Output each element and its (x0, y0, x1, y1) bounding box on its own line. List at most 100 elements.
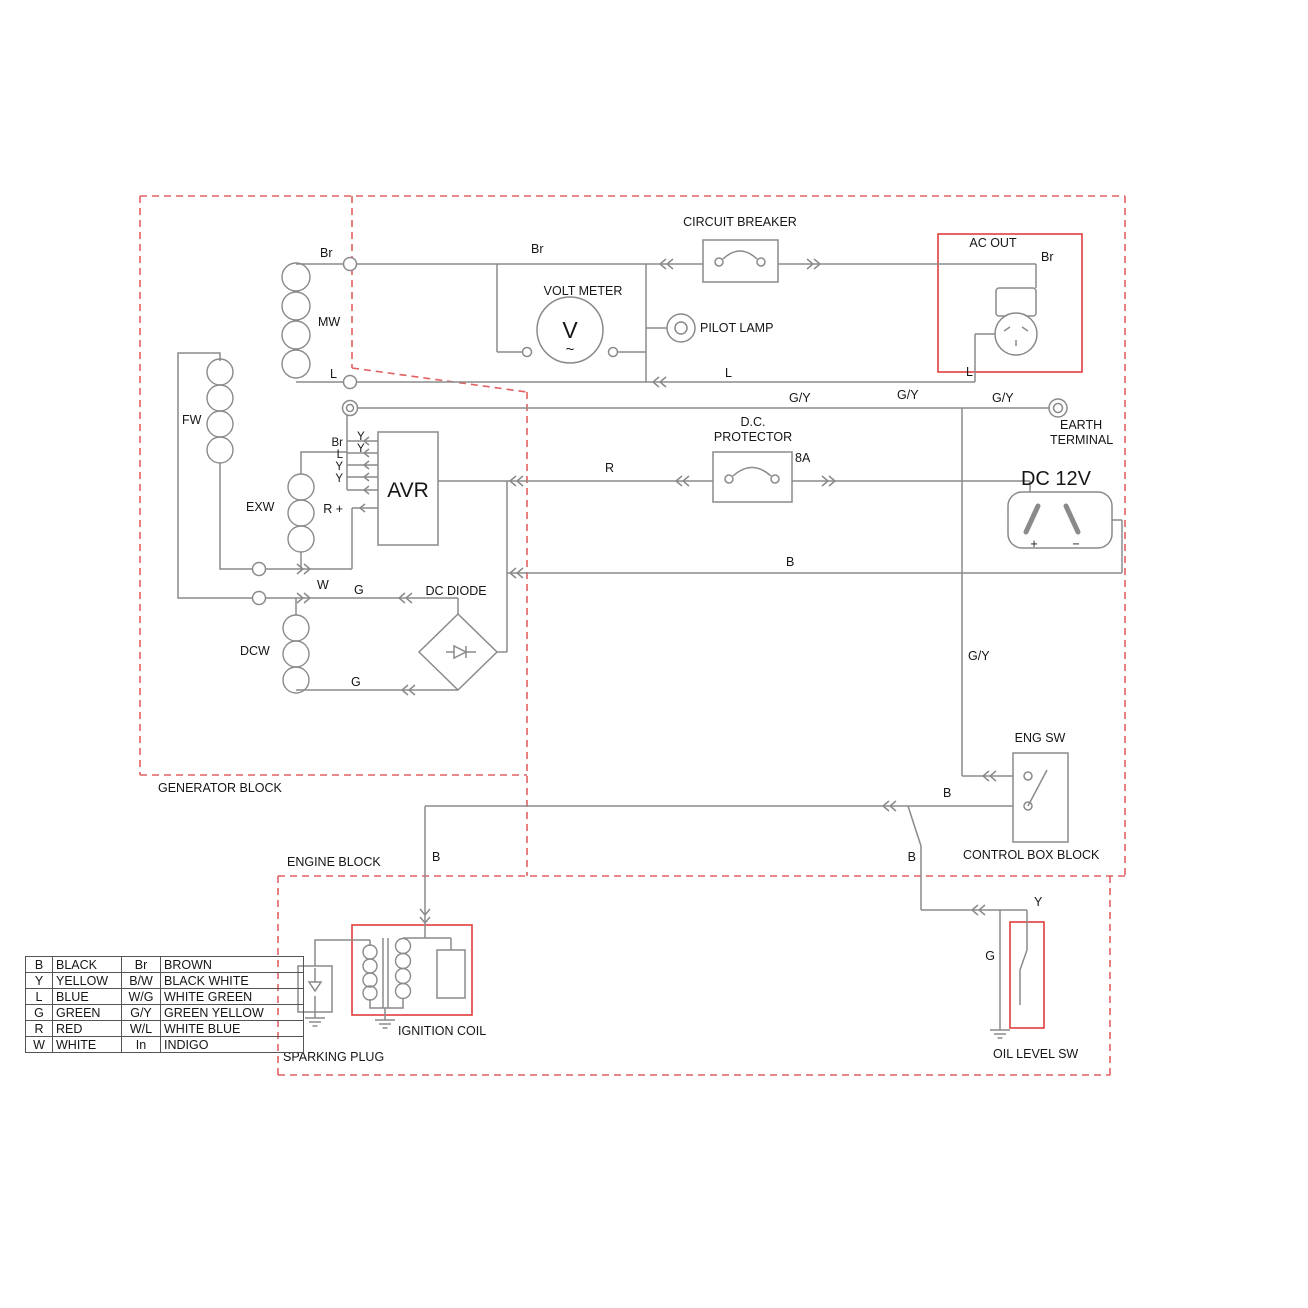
legend-code: In (121, 1036, 161, 1053)
ground-icon-ignition (375, 1019, 395, 1029)
block-boundaries (139, 195, 1126, 1076)
terminal-br (342, 256, 358, 272)
legend-color: BROWN (160, 956, 304, 973)
ignition-coil-label: IGNITION COIL (398, 1024, 486, 1038)
mw-label: MW (318, 315, 340, 329)
legend-color: BLACK WHITE (160, 972, 304, 989)
sparking-plug-label: SPARKING PLUG (283, 1050, 384, 1064)
legend-row: G GREEN G/Y GREEN YELLOW (25, 1004, 304, 1021)
oil-level-sw-label: OIL LEVEL SW (993, 1047, 1078, 1061)
wire-label-l-3: L (966, 365, 973, 379)
dc-12v-minus: − (1072, 537, 1079, 551)
legend-color: GREEN YELLOW (160, 1004, 304, 1021)
wire-label-br-3: Br (1041, 250, 1054, 264)
legend-color: BLUE (52, 988, 122, 1005)
wire-label-gy-4: G/Y (968, 649, 990, 663)
sparking-plug-icon (297, 965, 333, 1013)
wire-label-r: R (605, 461, 614, 475)
dc-diode-icon (417, 612, 499, 692)
circuit-breaker-label: CIRCUIT BREAKER (683, 215, 797, 229)
avr-input-label-y3: Y (335, 461, 343, 473)
terminal-l (342, 374, 358, 390)
legend-code: Br (121, 956, 161, 973)
wire-label-br-2: Br (531, 242, 544, 256)
avr-input-label-y2: Y (357, 443, 365, 455)
ignition-coil-box (351, 924, 473, 1016)
pilot-lamp-icon (666, 313, 696, 343)
wire-green-top (266, 597, 459, 615)
dc-protector-label-2: PROTECTOR (714, 430, 792, 444)
engine-block-label: ENGINE BLOCK (287, 855, 381, 869)
legend-row: Y YELLOW B/W BLACK WHITE (25, 972, 304, 989)
legend-row: L BLUE W/G WHITE GREEN (25, 988, 304, 1005)
eng-sw-icon (1012, 752, 1069, 843)
avr-label: AVR (387, 479, 429, 502)
wire-label-g-2: G (351, 675, 361, 689)
legend-color: BLACK (52, 956, 122, 973)
wire-label-l-2: L (725, 366, 732, 380)
wire-red-dc (438, 480, 1031, 492)
wire-label-gy-1: G/Y (789, 391, 811, 405)
wire-label-gy-2: G/Y (897, 388, 919, 402)
dcw-winding-coil (282, 614, 310, 694)
legend-row: R RED W/L WHITE BLUE (25, 1020, 304, 1037)
oil-level-sw-icon (1019, 923, 1028, 1005)
wire-label-g-1: G (354, 583, 364, 597)
wire-label-w: W (317, 578, 329, 592)
ground-icon-oil (990, 1029, 1010, 1039)
legend-code: Y (25, 972, 53, 989)
connector-chevrons (296, 258, 997, 925)
exw-label: EXW (246, 500, 275, 514)
earth-terminal-label-1: EARTH (1060, 418, 1102, 432)
legend-code: W/L (121, 1020, 161, 1037)
wire-brown (296, 263, 1037, 288)
dcw-label: DCW (240, 644, 270, 658)
legend-color: YELLOW (52, 972, 122, 989)
legend-code: B (25, 956, 53, 973)
wire-label-l-1: L (330, 367, 337, 381)
wire-avr-inputs (346, 415, 378, 491)
legend-code: B/W (121, 972, 161, 989)
legend-code: G (25, 1004, 53, 1021)
wire-label-b-4: B (908, 850, 916, 864)
wire-diode-output (497, 481, 508, 653)
wire-label-y: Y (1034, 895, 1043, 909)
wire-label-b-1: B (786, 555, 794, 569)
ground-icon-sparking-plug (305, 1012, 325, 1027)
wire-label-br-1: Br (320, 246, 333, 260)
legend-color: GREEN (52, 1004, 122, 1021)
earth-terminal-icon (1048, 398, 1068, 418)
wire-blue (296, 333, 995, 383)
dc-protector-label-1: D.C. (741, 415, 766, 429)
legend-color: WHITE GREEN (160, 988, 304, 1005)
dc-12v-socket-icon (1007, 491, 1113, 549)
legend-row: W WHITE In INDIGO (25, 1036, 304, 1053)
generator-block-label: GENERATOR BLOCK (158, 781, 283, 795)
eng-sw-label: ENG SW (1015, 731, 1066, 745)
legend-color: WHITE (52, 1036, 122, 1053)
legend-color: RED (52, 1020, 122, 1037)
mw-winding-coil (281, 262, 311, 379)
dc-12v-plus: + (1030, 537, 1037, 551)
dc-12v-label: DC 12V (1021, 468, 1092, 490)
volt-meter-wave-symbol: ~ (566, 341, 575, 358)
ac-out-box (937, 233, 1083, 373)
avr-input-label-rplus: R + (323, 502, 343, 516)
wire-color-legend-table: B BLACK Br BROWN Y YELLOW B/W BLACK WHIT… (25, 956, 304, 1053)
wire-ignition-internals (314, 925, 452, 1020)
fw-winding-coil (206, 358, 234, 464)
terminal-gy (341, 399, 359, 417)
dc-diode-label: DC DIODE (425, 584, 486, 598)
volt-meter-icon (521, 296, 619, 364)
dc-protector-icon (712, 451, 793, 503)
pilot-lamp-label: PILOT LAMP (700, 321, 773, 335)
ac-out-label: AC OUT (969, 236, 1017, 250)
terminal-w-1 (251, 561, 267, 577)
volt-meter-v-symbol: V (562, 317, 578, 343)
legend-code: L (25, 988, 53, 1005)
earth-terminal-label-2: TERMINAL (1050, 433, 1113, 447)
avr-input-label-y1: Y (357, 431, 365, 443)
wire-engine-control (424, 805, 1028, 1030)
avr-box (377, 431, 439, 546)
